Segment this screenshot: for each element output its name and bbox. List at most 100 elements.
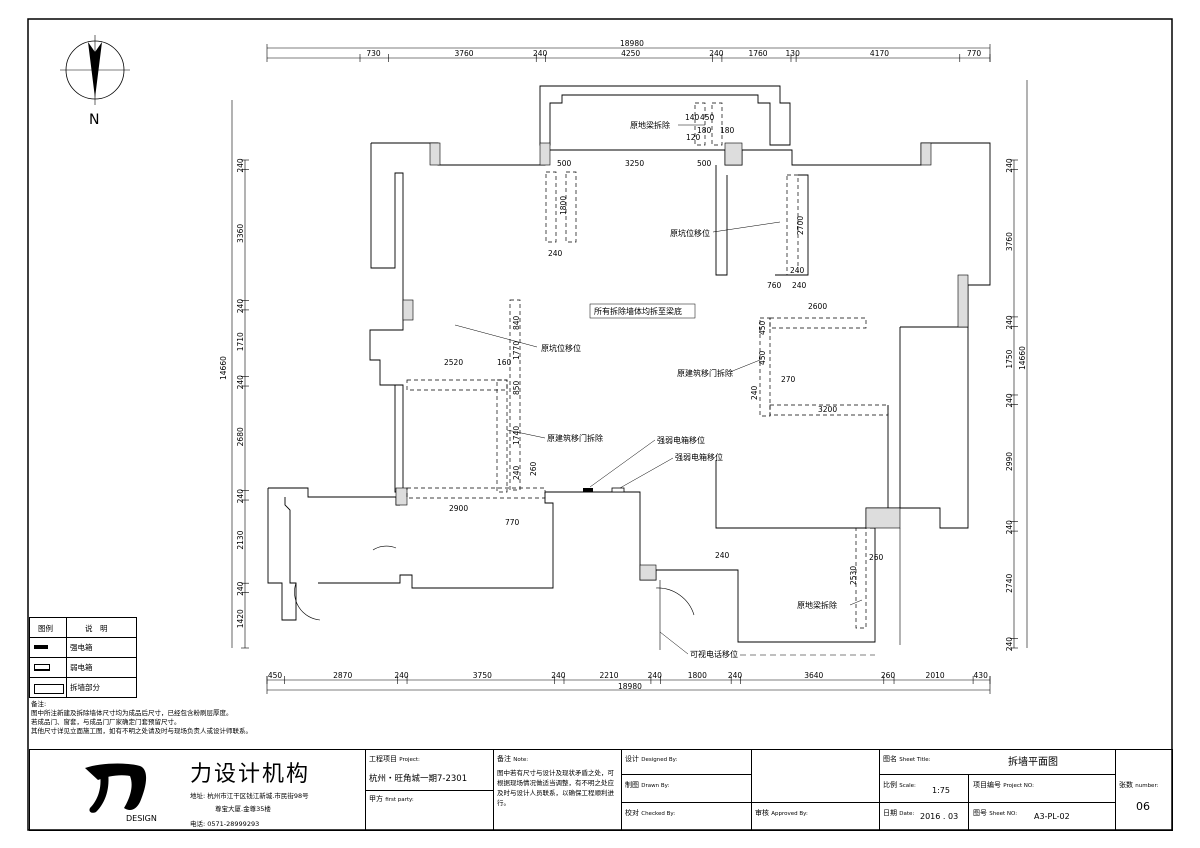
dim-right-total: 14660: [1018, 346, 1027, 370]
dim-label: 4170: [870, 49, 889, 58]
dim-label: 2130: [236, 530, 245, 549]
dim-label: 730: [366, 49, 381, 58]
checked-label-en: Checked By:: [641, 811, 676, 817]
dim-label: 240: [551, 671, 566, 680]
inner-dim-label: 180: [720, 126, 735, 135]
annotation-door-right: 原建筑移门拆除: [677, 368, 733, 378]
dim-label: 430: [974, 671, 989, 680]
inner-dim-label: 760: [767, 281, 782, 290]
strong-box-legend-icon: [32, 641, 64, 653]
date-label-en: Date:: [899, 811, 915, 817]
dim-label: 3760: [454, 49, 473, 58]
inner-dim-label: 240: [750, 385, 759, 400]
dim-label: 240: [728, 671, 743, 680]
inner-dim-label: 2530: [849, 566, 858, 585]
legend-header-symbol: 图例: [38, 624, 53, 633]
annotation-pit-top: 原坑位移位: [670, 228, 710, 238]
sheet-info-cell: 图名 Sheet Title: 拆墙平面图 比例 Scale: 1:75 项目编…: [879, 750, 1116, 830]
legend-header-desc: 说 明: [85, 624, 108, 633]
demolition-legend-icon: [32, 681, 64, 694]
inner-dim-label: 270: [781, 375, 796, 384]
inner-dim-label: 140: [685, 113, 700, 122]
north-arrow-icon: N: [60, 35, 130, 128]
legend-table: 图例 说 明 强电箱 弱电箱 拆墙部分: [29, 617, 137, 698]
legend-item: 弱电箱: [70, 663, 93, 672]
scale-value: 1:75: [932, 786, 950, 795]
sheet-no-value: A3-PL-02: [1034, 812, 1070, 821]
legend-item: 强电箱: [70, 643, 93, 652]
date-value: 2016 . 03: [920, 812, 959, 821]
dim-label: 240: [1005, 158, 1014, 173]
project-no-label: 项目编号: [973, 781, 1001, 789]
design-label: 设计: [625, 755, 639, 763]
notes-title: 备注:: [31, 700, 47, 708]
strong-electric-box-icon: [583, 488, 593, 492]
notes-line: 图中所注新建及拆除墙体尺寸均为成品后尺寸，已经包含粉刷层厚度。: [31, 709, 233, 717]
remark-label: 备注: [497, 755, 511, 763]
dim-label: 770: [967, 49, 982, 58]
inner-dim-label: 500: [697, 159, 712, 168]
weak-box-legend-icon: [32, 661, 64, 673]
dim-bottom-total: 18980: [618, 682, 642, 691]
project-no-label-en: Project NO:: [1003, 783, 1034, 789]
project-label: 工程项目: [369, 755, 397, 763]
demolition-walls: [406, 102, 889, 629]
notes-line: 其他尺寸详见立面施工图，如有不明之处请及时与现场负责人或设计师联系。: [31, 727, 252, 735]
drawn-label-en: Drawn By:: [641, 783, 670, 789]
electrical-boxes: [583, 487, 625, 493]
number-value: 06: [1136, 800, 1150, 813]
dim-label: 3760: [1005, 232, 1014, 251]
dim-label: 240: [709, 49, 724, 58]
inner-dim-label: 240: [512, 465, 521, 480]
number-cell: 张数 number: 06: [1115, 750, 1173, 830]
dim-left-total: 14660: [219, 356, 228, 380]
project-name: 杭州・旺角城一期7-2301: [369, 774, 468, 784]
legend-row: 弱电箱: [30, 657, 136, 677]
company-address-1: 地址: 杭州市江干区钱江新城.市民街98号: [190, 792, 309, 800]
annotation-pit-left: 原坑位移位: [541, 343, 581, 353]
inner-dim-label: 2600: [808, 302, 827, 311]
scale-label-en: Scale:: [899, 783, 916, 789]
sheet-title-label-en: Sheet Title:: [899, 757, 931, 763]
sheet-no-label: 图号: [973, 809, 987, 817]
dim-label: 1760: [748, 49, 767, 58]
legend-row: 拆墙部分: [30, 677, 136, 697]
dim-label: 240: [648, 671, 663, 680]
dim-label: 1420: [236, 609, 245, 628]
notes: 备注: 图中所注新建及拆除墙体尺寸均为成品后尺寸，已经包含粉刷层厚度。 若成品门…: [31, 700, 252, 736]
design-label-en: Designed By:: [641, 757, 678, 763]
dim-label: 240: [1005, 315, 1014, 330]
inner-dim-label: 160: [497, 358, 512, 367]
inner-dim-label: 180: [697, 126, 712, 135]
dim-label: 1710: [236, 332, 245, 351]
title-block: DESIGN 力设计机构 地址: 杭州市江干区钱江新城.市民街98号 尊宝大厦.…: [29, 749, 1173, 831]
inner-dim-label: 1770: [512, 341, 521, 360]
dim-label: 2010: [926, 671, 945, 680]
approved-label-en: Approved By:: [771, 811, 808, 817]
party-label-en: first party:: [385, 797, 414, 803]
north-label: N: [89, 112, 99, 128]
dim-label: 240: [236, 375, 245, 390]
dim-label: 3750: [473, 671, 492, 680]
sheet-no-label-en: Sheet NO:: [989, 811, 1018, 817]
dim-label: 3360: [236, 224, 245, 243]
inner-dim-label: 3250: [625, 159, 644, 168]
company-logo: [80, 758, 160, 818]
scale-label: 比例: [883, 781, 897, 789]
inner-dim-label: 840: [512, 315, 521, 330]
weak-electric-box-icon: [611, 487, 625, 493]
legend-row: 强电箱: [30, 637, 136, 657]
dim-label: 450: [268, 671, 283, 680]
inner-dim-label: 240: [792, 281, 807, 290]
dim-label: 240: [1005, 393, 1014, 408]
left-dimensions: [231, 100, 246, 648]
approved-cell: 审核 Approved By:: [751, 750, 880, 830]
dim-label: 240: [394, 671, 409, 680]
annotation-strong-box: 强弱电箱移位: [657, 435, 705, 445]
notes-line: 若成品门、窗套，与成品门厂家确定门套预留尺寸。: [31, 718, 181, 726]
approved-label: 审核: [755, 809, 769, 817]
inner-dim-label: 1740: [512, 426, 521, 445]
annotation-door-left: 原建筑移门拆除: [547, 433, 603, 443]
dim-label: 240: [1005, 637, 1014, 652]
